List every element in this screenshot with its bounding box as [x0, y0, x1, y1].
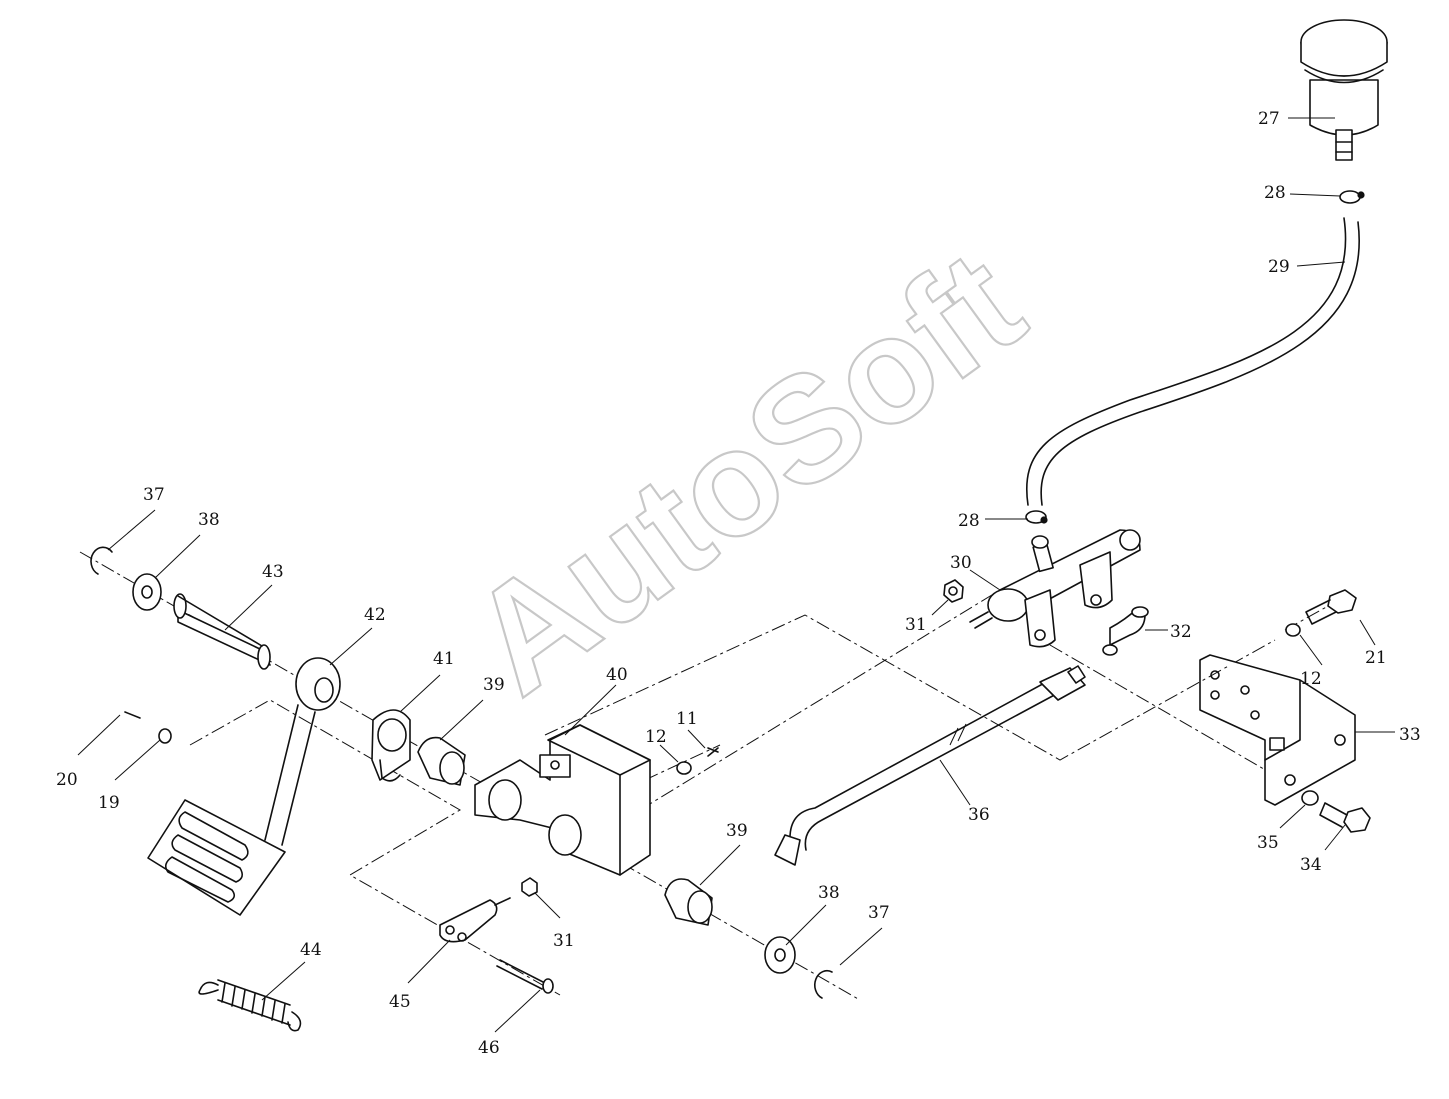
callout-39: 39: [726, 821, 748, 841]
hex-nut-part: [521, 579, 964, 897]
hose-part: [1026, 217, 1360, 506]
callout-12: 12: [1300, 669, 1322, 689]
callout-38: 38: [818, 883, 840, 903]
flange-bushing-part: [417, 736, 713, 926]
callout-44: 44: [300, 940, 322, 960]
washer-pin-part: [124, 711, 172, 744]
clutch-pedal-part: [147, 657, 341, 916]
callout-30: 30: [950, 553, 972, 573]
master-cylinder-part: [969, 529, 1141, 648]
banjo-fitting-part: [1102, 606, 1149, 656]
pivot-shaft-part: [173, 593, 271, 670]
callout-45: 45: [389, 992, 411, 1012]
callout-42: 42: [364, 605, 386, 625]
hose-clamp-part: [1025, 190, 1365, 524]
callout-38: 38: [198, 510, 220, 530]
callout-labels: 27 28 29 28 30 31 32 21 12 33 35 34 36 3…: [56, 109, 1421, 1058]
split-pin-part: [707, 747, 719, 757]
lock-washer-part: [676, 623, 1319, 806]
watermark-text: AutoSoft: [440, 218, 1051, 726]
callout-29: 29: [1268, 257, 1290, 277]
callout-40: 40: [606, 665, 628, 685]
callout-39: 39: [483, 675, 505, 695]
leader-lines: [77, 117, 1395, 1033]
callout-37: 37: [143, 485, 165, 505]
callout-33: 33: [1399, 725, 1421, 745]
callout-37: 37: [868, 903, 890, 923]
bolt-part: [1305, 589, 1371, 833]
callout-19: 19: [98, 793, 120, 813]
callout-36: 36: [968, 805, 990, 825]
circlip-part: [90, 546, 833, 999]
callout-32: 32: [1170, 622, 1192, 642]
pipe-part: [774, 665, 1086, 866]
return-spring-part: [198, 979, 302, 1032]
callout-20: 20: [56, 770, 78, 790]
callout-46: 46: [478, 1038, 500, 1058]
callout-11: 11: [676, 709, 698, 729]
callout-41: 41: [433, 649, 455, 669]
reservoir-part: [1300, 19, 1388, 161]
callout-43: 43: [262, 562, 284, 582]
callout-27: 27: [1258, 109, 1280, 129]
clevis-pin-part: [496, 959, 554, 994]
callout-28: 28: [1264, 183, 1286, 203]
callout-31: 31: [905, 615, 927, 635]
mounting-bracket-part: [1199, 654, 1356, 806]
pedal-boss-part: [371, 709, 411, 782]
assembly-axes: [79, 551, 1331, 1001]
clevis-part: [439, 897, 511, 943]
callout-12: 12: [645, 727, 667, 747]
callout-31: 31: [553, 931, 575, 951]
callout-28: 28: [958, 511, 980, 531]
callout-21: 21: [1365, 648, 1387, 668]
callout-34: 34: [1300, 855, 1322, 875]
callout-35: 35: [1257, 833, 1279, 853]
pedal-support-part: [474, 724, 651, 876]
flat-washer-part: [132, 573, 796, 974]
